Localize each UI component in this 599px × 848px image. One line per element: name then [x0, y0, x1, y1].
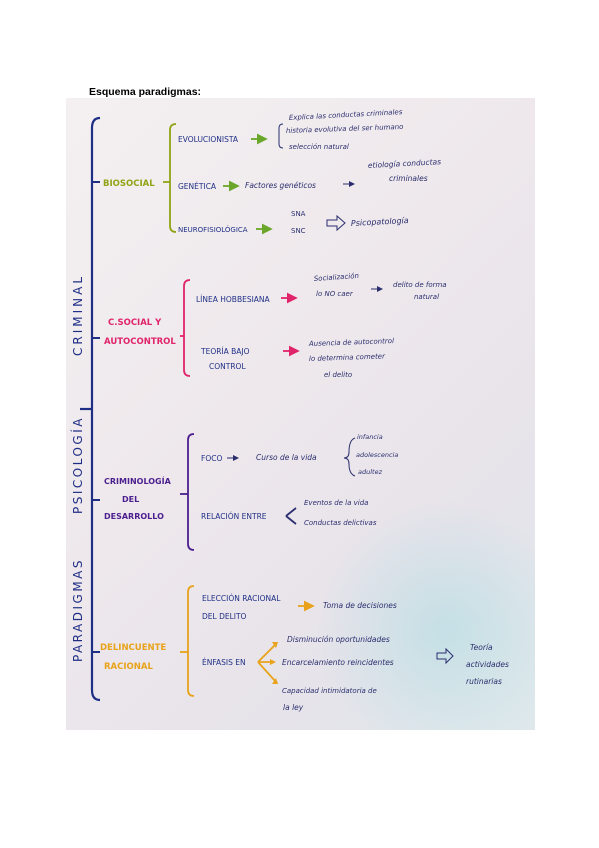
racional-label-line-2: RACIONAL	[104, 662, 153, 672]
genetica-outcome-2: criminales	[389, 174, 428, 183]
vertical-title-criminal: CRIMINAL	[71, 274, 85, 356]
evolucionista-item-2: historia evolutiva del ser humano	[286, 123, 404, 135]
evolucionista-label: EVOLUCIONISTA	[178, 135, 239, 144]
eleccion-result: Toma de decisiones	[323, 601, 397, 610]
neurofisiologica-snc: SNC	[291, 227, 306, 235]
foco-text: Curso de la vida	[256, 453, 317, 462]
biosocial-bracket	[169, 123, 177, 233]
foco-stage-1: infancia	[357, 433, 383, 441]
enfasis-label: ÉNFASIS EN	[202, 658, 246, 667]
foco-stage-3: adultez	[358, 468, 383, 476]
relacion-item-1: Eventos de la vida	[304, 499, 368, 507]
enfasis-fork	[257, 643, 277, 683]
enfasis-item-1: Disminución oportunidades	[287, 635, 390, 644]
foco-stage-2: adolescencia	[356, 451, 398, 459]
social-label-line-2: AUTOCONTROL	[104, 337, 176, 347]
neurofisiologica-sna: SNA	[291, 210, 306, 218]
document-title: Esquema paradigmas:	[89, 86, 202, 98]
desarrollo-label-line-3: DESARROLLO	[104, 512, 164, 521]
vertical-title-psicologia: PSICOLOGÍA	[70, 416, 85, 514]
bajo-control-text-3: el delito	[324, 371, 352, 379]
neurofisiologica-label: NEUROFISIOLÓGICA	[178, 225, 248, 234]
social-label-line-1: C.SOCIAL Y	[108, 318, 162, 328]
enfasis-item-3-cont: la ley	[283, 703, 304, 712]
genetica-outcome-1: etiología conductas	[368, 157, 442, 170]
desarrollo-bracket	[187, 433, 195, 551]
bajo-control-label-1: TEORÍA BAJO	[200, 347, 250, 356]
enfasis-result-3: rutinarias	[466, 677, 502, 686]
evolucionista-sub-bracket	[278, 123, 284, 149]
eleccion-label-1: ELECCIÓN RACIONAL	[202, 594, 281, 603]
neurofisiologica-result: Psicopatología	[351, 216, 409, 228]
relacion-fork	[285, 507, 297, 525]
handwritten-diagram-photo	[66, 98, 535, 730]
desarrollo-label-line-1: CRIMINOLOGÍA	[104, 475, 172, 486]
bajo-control-text-2: lo determina cometer	[309, 352, 386, 363]
hobbesiana-result-1: delito de forma	[393, 281, 447, 289]
desarrollo-label-line-2: DEL	[122, 495, 139, 504]
foco-stage-bracket	[343, 437, 356, 477]
foco-label: FOCO	[201, 454, 222, 463]
hobbesiana-label: LÍNEA HOBBESIANA	[196, 295, 271, 304]
enfasis-item-3: Capacidad intimidatoria de	[282, 687, 377, 695]
evolucionista-item-3: selección natural	[289, 143, 349, 151]
enfasis-result-2: actividades	[466, 660, 509, 669]
hobbesiana-result-2: natural	[414, 293, 439, 301]
biosocial-label: BIOSOCIAL	[103, 179, 155, 189]
main-bracket	[90, 116, 101, 702]
vertical-title-paradigmas: PARADIGMAS	[71, 558, 85, 662]
hollow-arrow-icon	[326, 214, 346, 232]
racional-label-line-1: DELINCUENTE	[100, 643, 166, 653]
relacion-item-2: Conductas delictivas	[304, 519, 377, 527]
enfasis-result-1: Teoría	[470, 643, 493, 652]
bajo-control-label-2: CONTROL	[209, 362, 246, 371]
eleccion-label-2: DEL DELITO	[202, 612, 247, 621]
hollow-arrow-icon	[436, 647, 454, 665]
enfasis-item-2: Encarcelamiento reincidentes	[282, 658, 394, 667]
racional-bracket	[187, 585, 195, 697]
genetica-label: GENÉTICA	[178, 182, 217, 191]
photo-light-tint	[315, 500, 535, 730]
evolucionista-item-1: Explica las conductas criminales	[289, 108, 403, 122]
social-bracket	[183, 279, 191, 377]
hobbesiana-item-1: Socialización	[314, 272, 360, 283]
bajo-control-text-1: Ausencia de autocontrol	[308, 337, 394, 348]
genetica-result: Factores genéticos	[245, 181, 316, 190]
relacion-label: RELACIÓN ENTRE	[201, 512, 267, 521]
hobbesiana-item-2: lo NO caer	[316, 290, 354, 298]
